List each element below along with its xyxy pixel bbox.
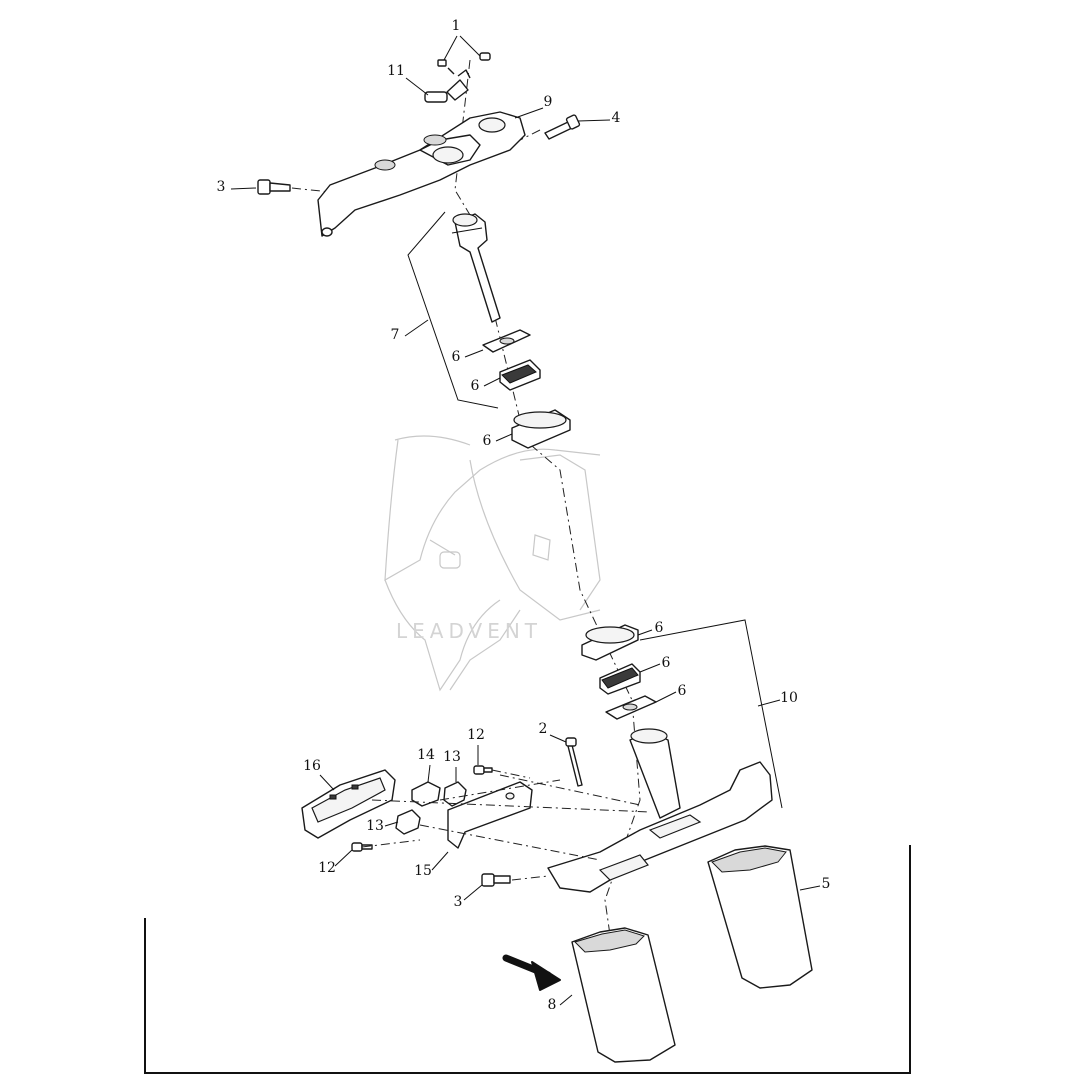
part-6-washer-bottom <box>605 695 657 720</box>
callout-c6e: 6 <box>662 655 671 671</box>
callout-c4: 4 <box>612 110 621 126</box>
part-2-bolt <box>565 737 583 787</box>
part-16-bracket <box>301 769 396 839</box>
part-5-fork-cover-right <box>707 845 813 989</box>
part-10-lower-triple-clamp <box>547 728 773 893</box>
callout-c5: 5 <box>822 876 831 892</box>
part-12-screw-upper <box>473 765 493 775</box>
callout-c2: 2 <box>539 721 548 737</box>
callout-c3a: 3 <box>217 179 226 195</box>
callout-c8: 8 <box>548 997 557 1013</box>
watermark-text: LEADVENT <box>396 619 542 643</box>
part-1-screws <box>437 52 491 75</box>
callout-c6f: 6 <box>678 683 687 699</box>
side-axis-line-right <box>519 129 541 141</box>
bracket-connection-lines <box>361 769 651 881</box>
part-13-clamp-upper <box>443 781 467 807</box>
part-6-bearing-bottom <box>599 663 641 695</box>
part-4-bolt <box>544 114 581 140</box>
part-11-clamp <box>424 69 471 103</box>
callout-leaders <box>230 35 821 1006</box>
highlight-arrow <box>502 954 561 991</box>
callout-c9: 9 <box>544 94 553 110</box>
callout-c13b: 13 <box>366 818 384 834</box>
frame-border <box>144 845 911 1074</box>
callout-c6d: 6 <box>655 620 664 636</box>
callout-c1: 1 <box>452 18 461 34</box>
frame-ghost <box>384 435 601 692</box>
part-15-plate-bracket <box>447 781 533 849</box>
callout-c16: 16 <box>303 758 321 774</box>
part-3-bolt-lower <box>481 873 511 887</box>
callout-c10: 10 <box>780 690 798 706</box>
part-6-washer-top <box>482 329 531 353</box>
part-9-upper-triple-clamp <box>317 111 526 237</box>
part-8-fork-cover-left <box>571 927 676 1063</box>
callout-c13a: 13 <box>443 749 461 765</box>
callout-c11: 11 <box>387 63 405 79</box>
part-6-race-top <box>511 409 571 449</box>
callout-c6c: 6 <box>483 433 492 449</box>
part-7-bracket <box>407 211 499 409</box>
callout-c12a: 12 <box>467 727 485 743</box>
callout-c7: 7 <box>391 327 400 343</box>
part-7-steering-stem <box>451 213 501 323</box>
callout-c15: 15 <box>414 863 432 879</box>
callout-c6b: 6 <box>471 378 480 394</box>
callout-c12b: 12 <box>318 860 336 876</box>
part-6-race-bottom <box>581 624 639 661</box>
side-axis-line-left <box>291 187 331 193</box>
part-3-bolt-upper <box>257 179 291 195</box>
part-13-clamp-lower <box>395 809 421 835</box>
part-10-bracket <box>639 619 783 809</box>
assembly-axis-line <box>454 59 641 936</box>
callout-c3b: 3 <box>454 894 463 910</box>
callout-c14: 14 <box>417 747 435 763</box>
part-6-bearing-top <box>499 359 541 391</box>
callout-c6a: 6 <box>452 349 461 365</box>
